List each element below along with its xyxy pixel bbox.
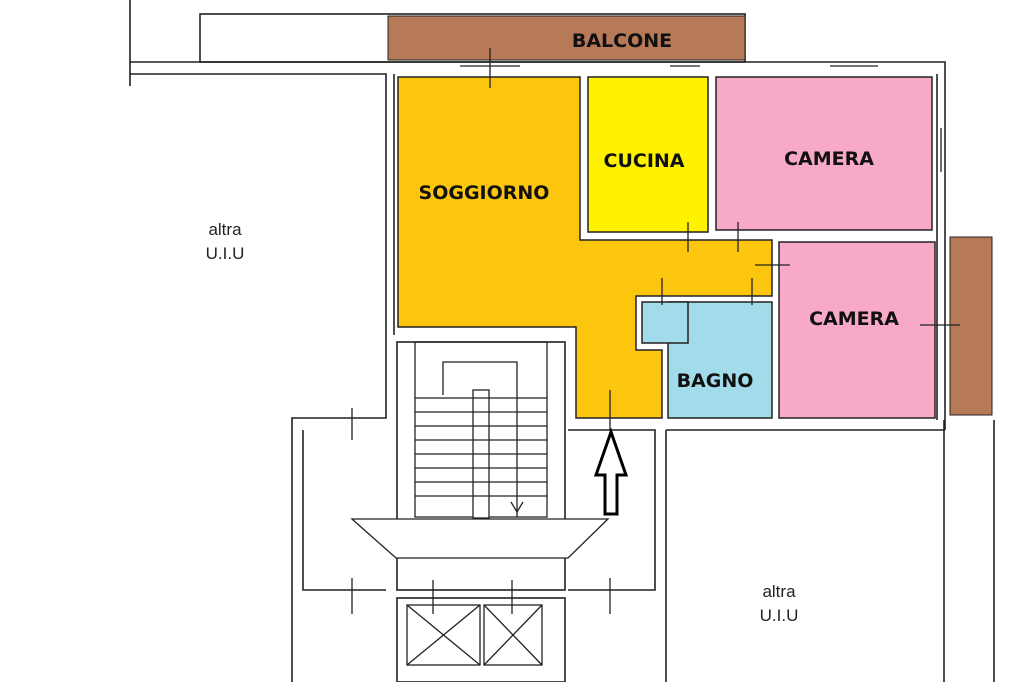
room-balcone <box>387 15 746 61</box>
label-camera-1: CAMERA <box>784 148 874 170</box>
label-soggiorno: SOGGIORNO <box>419 182 550 204</box>
staircase <box>350 341 610 666</box>
label-other-unit-right-1: altra <box>762 582 796 601</box>
room-soggiorno <box>397 76 773 419</box>
walls <box>129 0 995 682</box>
door-marks <box>351 48 960 614</box>
room-camera-1 <box>715 76 933 231</box>
label-other-unit-left-1: altra <box>208 220 242 239</box>
entrance-arrow-icon <box>593 427 629 516</box>
room-cucina <box>587 76 709 233</box>
label-camera-2: CAMERA <box>809 308 899 330</box>
label-balcone: BALCONE <box>572 30 672 52</box>
label-cucina: CUCINA <box>604 150 685 172</box>
label-other-unit-right-2: U.I.U <box>760 606 799 625</box>
balcony-right <box>949 236 993 416</box>
room-camera-2 <box>778 241 936 419</box>
label-bagno: BAGNO <box>677 370 754 392</box>
label-other-unit-left-2: U.I.U <box>206 244 245 263</box>
room-bagno-small <box>641 301 689 344</box>
